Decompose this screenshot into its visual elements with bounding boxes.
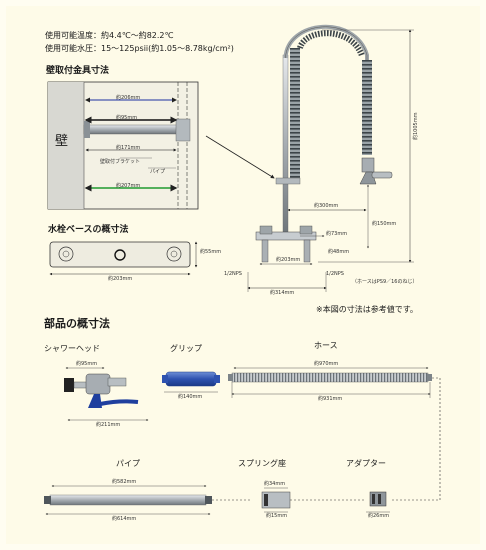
shower-head-drawing <box>64 367 149 421</box>
pipe-dim-1: 約582mm <box>112 479 137 485</box>
spec-temperature: 使用可能温度：約4.4℃～約82.2℃ <box>45 31 174 40</box>
pre-rinse-unit-drawing <box>247 24 414 292</box>
pipe-label-part: パイプ <box>116 459 140 468</box>
hose-label: ホース <box>314 341 338 350</box>
hose-dim-1: 約970mm <box>314 361 339 367</box>
parts-title: 部品の概寸法 <box>44 317 110 330</box>
unit-height: 約1005mm <box>413 112 419 140</box>
connection-note: （ホースはPS9／16のねじ） <box>352 279 418 285</box>
spout-dim-2: 約150mm <box>372 221 397 227</box>
spout-dim-1: 約73mm <box>326 231 348 237</box>
pipe-drawing <box>44 485 250 515</box>
base-unit-dim-3: 約314mm <box>270 290 295 296</box>
thread-label-right: 1/2NPS <box>326 271 344 277</box>
wall-dim-2: 約95mm <box>116 115 138 121</box>
pipe-label: パイプ <box>150 169 166 175</box>
wall-dim-1: 約206mm <box>116 95 141 101</box>
base-dim-depth: 約55mm <box>200 249 222 255</box>
wall-label: 壁 <box>55 134 69 149</box>
unit-reach: 約300mm <box>314 203 339 209</box>
grip-drawing <box>162 371 220 393</box>
pipe-dim-2: 約614mm <box>112 516 137 522</box>
shower-head-dim-1: 約95mm <box>76 361 98 367</box>
base-section-title: 水栓ベースの概寸法 <box>48 225 129 235</box>
thread-label-left: 1/2NPS <box>224 271 242 277</box>
wall-section-title: 壁取付金具寸法 <box>46 66 110 76</box>
spring-seat-dim-2: 約15mm <box>266 513 288 519</box>
adapter-dim: 約26mm <box>368 513 390 519</box>
reference-note: ※本図の寸法は参考値です。 <box>316 305 418 314</box>
bracket-label: 壁取付ブラケット <box>100 159 141 165</box>
wall-dim-3: 約171mm <box>116 145 141 151</box>
grip-label: グリップ <box>170 344 202 353</box>
hose-drawing <box>228 367 441 501</box>
shower-head-dim-2: 約211mm <box>96 422 121 428</box>
base-unit-dim-1: 約203mm <box>276 257 301 263</box>
base-unit-dim-2: 約48mm <box>328 249 350 255</box>
shower-head-label: シャワーヘッド <box>44 344 100 353</box>
grip-dim: 約140mm <box>178 394 203 400</box>
spec-pressure: 使用可能水圧：15～125psii(約1.05～8.78kg/cm²) <box>45 44 234 53</box>
adapter-drawing <box>366 491 390 513</box>
spring-seat-drawing <box>261 487 366 513</box>
base-dim-width: 約203mm <box>108 276 133 282</box>
base-plate-drawing <box>49 241 198 276</box>
spring-seat-dim-1: 約34mm <box>264 481 286 487</box>
wall-dim-4: 約207mm <box>116 183 141 189</box>
spring-seat-label: スプリング座 <box>238 459 286 468</box>
wall-bracket-detail <box>47 81 275 210</box>
adapter-label: アダプター <box>346 459 386 468</box>
hose-dim-2: 約931mm <box>318 396 343 402</box>
